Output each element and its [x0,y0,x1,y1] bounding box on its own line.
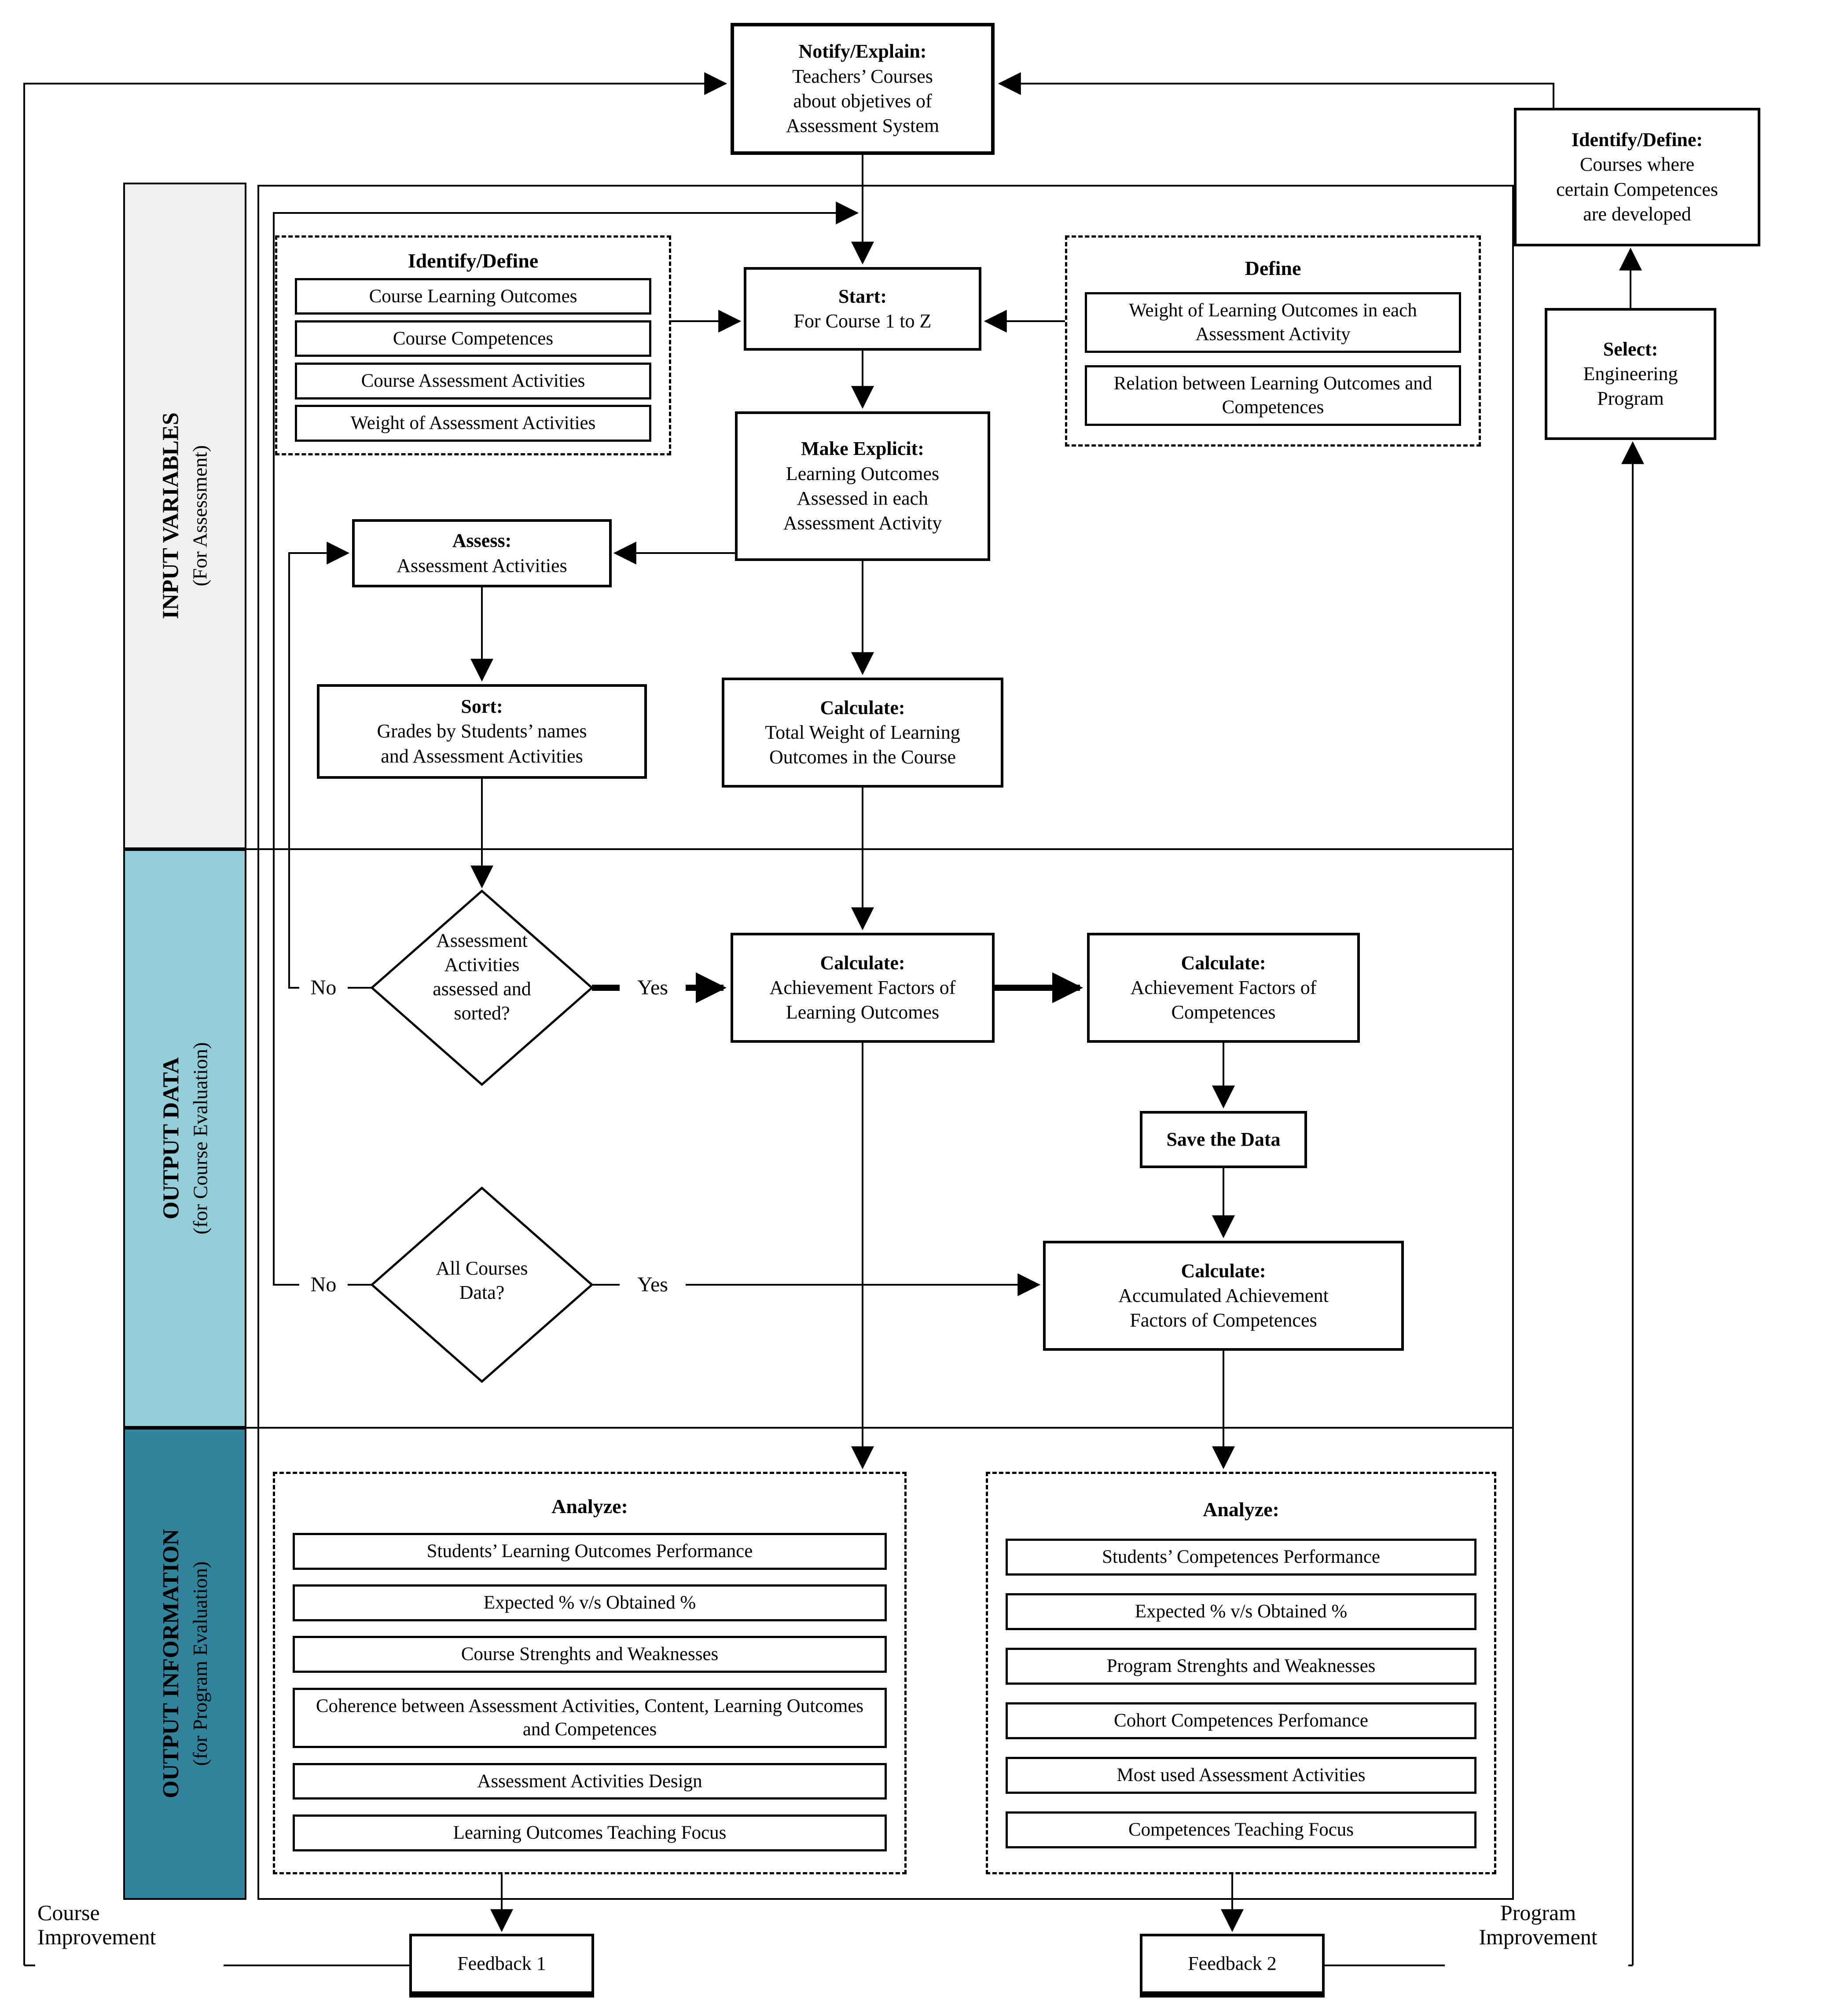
group-identify-define: Identify/Define Course Learning Outcomes… [275,235,671,455]
group-analyze-program-item: Competences Teaching Focus [1006,1811,1476,1848]
decision1-diamond [370,889,594,1086]
arrow-courseimprovement-to-notify [23,72,727,1965]
group-analyze-course-item: Coherence between Assessment Activities,… [293,1687,887,1748]
decision1-no-label: No [299,974,348,1002]
decision2-diamond [370,1186,594,1383]
group-analyze-program-title: Analyze: [1203,1498,1279,1521]
band-output-information: OUTPUT INFORMATION (for Program Evaluati… [123,1428,246,1900]
band-output-data: OUTPUT DATA (for Course Evaluation) [123,849,246,1428]
group-analyze-program-item: Most used Assessment Activities [1006,1757,1476,1794]
group-define-item: Weight of Learning Outcomes in each Asse… [1085,292,1461,353]
node-feedback2: Feedback 2 [1140,1934,1325,1998]
node-calc-total: Calculate: Total Weight of Learning Outc… [722,678,1003,788]
node-select-program: Select: Engineering Program [1545,308,1716,440]
group-analyze-program-item: Cohort Competences Perfomance [1006,1702,1476,1739]
node-start: Start: For Course 1 to Z [744,267,981,351]
node-calc-accumulated: Calculate: Accumulated Achievement Facto… [1043,1241,1404,1351]
group-analyze-course-item: Course Strenghts and Weaknesses [293,1636,887,1673]
group-analyze-course-item: Assessment Activities Design [293,1763,887,1800]
content-frame [257,185,1514,1900]
node-save-data: Save the Data [1140,1111,1307,1168]
group-analyze-course-item: Expected % v/s Obtained % [293,1584,887,1621]
node-notify-explain: Notify/Explain: Teachers’ Courses about … [731,23,995,155]
group-analyze-course-item: Students’ Learning Outcomes Performance [293,1532,887,1570]
band-input-variables-label: INPUT VARIABLES (For Assessment) [158,412,212,619]
group-identify-define-item: Course Learning Outcomes [295,278,651,315]
decision1-yes-label: Yes [620,974,686,1002]
node-calc-competences: Calculate: Achievement Factors of Compet… [1087,933,1360,1043]
group-define-title: Define [1245,257,1301,279]
group-analyze-program: Analyze: Students’ Competences Performan… [986,1472,1496,1874]
group-identify-define-item: Weight of Assessment Activities [295,404,651,442]
group-identify-define-title: Identify/Define [408,249,539,272]
group-identify-define-item: Course Competences [295,320,651,357]
node-feedback1: Feedback 1 [409,1934,594,1998]
group-analyze-program-item: Students’ Competences Performance [1006,1539,1476,1576]
group-analyze-course-item: Learning Outcomes Teaching Focus [293,1814,887,1851]
band-input-variables: INPUT VARIABLES (For Assessment) [123,183,246,849]
group-analyze-course-title: Analyze: [551,1495,628,1518]
group-define: Define Weight of Learning Outcomes in ea… [1065,235,1481,447]
decision1-label: Assessment Activities assessed and sorte… [433,930,531,1024]
group-analyze-program-item: Expected % v/s Obtained % [1006,1593,1476,1631]
group-define-item: Relation between Learning Outcomes and C… [1085,365,1461,426]
node-assess: Assess: Assessment Activities [352,519,612,587]
decision2-label: All Courses Data? [436,1257,528,1303]
program-improvement-label: Program Improvement [1479,1900,1598,1949]
arrow-identifycourses-to-notify [998,72,1554,108]
decision2-no-label: No [299,1271,348,1299]
node-calc-learning: Calculate: Achievement Factors of Learni… [731,933,995,1043]
node-sort: Sort: Grades by Students’ names and Asse… [317,684,647,779]
decision2-yes-label: Yes [620,1271,686,1299]
group-analyze-program-item: Program Strenghts and Weaknesses [1006,1648,1476,1685]
group-analyze-course: Analyze: Students’ Learning Outcomes Per… [273,1472,907,1874]
band-output-data-label: OUTPUT DATA (for Course Evaluation) [158,1042,212,1235]
band-output-information-label: OUTPUT INFORMATION (for Program Evaluati… [158,1529,212,1799]
group-identify-define-item: Course Assessment Activities [295,362,651,400]
node-make-explicit: Make Explicit: Learning Outcomes Assesse… [735,411,990,561]
course-improvement-label: Course Improvement [37,1900,156,1949]
node-identify-courses: Identify/Define: Courses where certain C… [1514,108,1760,246]
